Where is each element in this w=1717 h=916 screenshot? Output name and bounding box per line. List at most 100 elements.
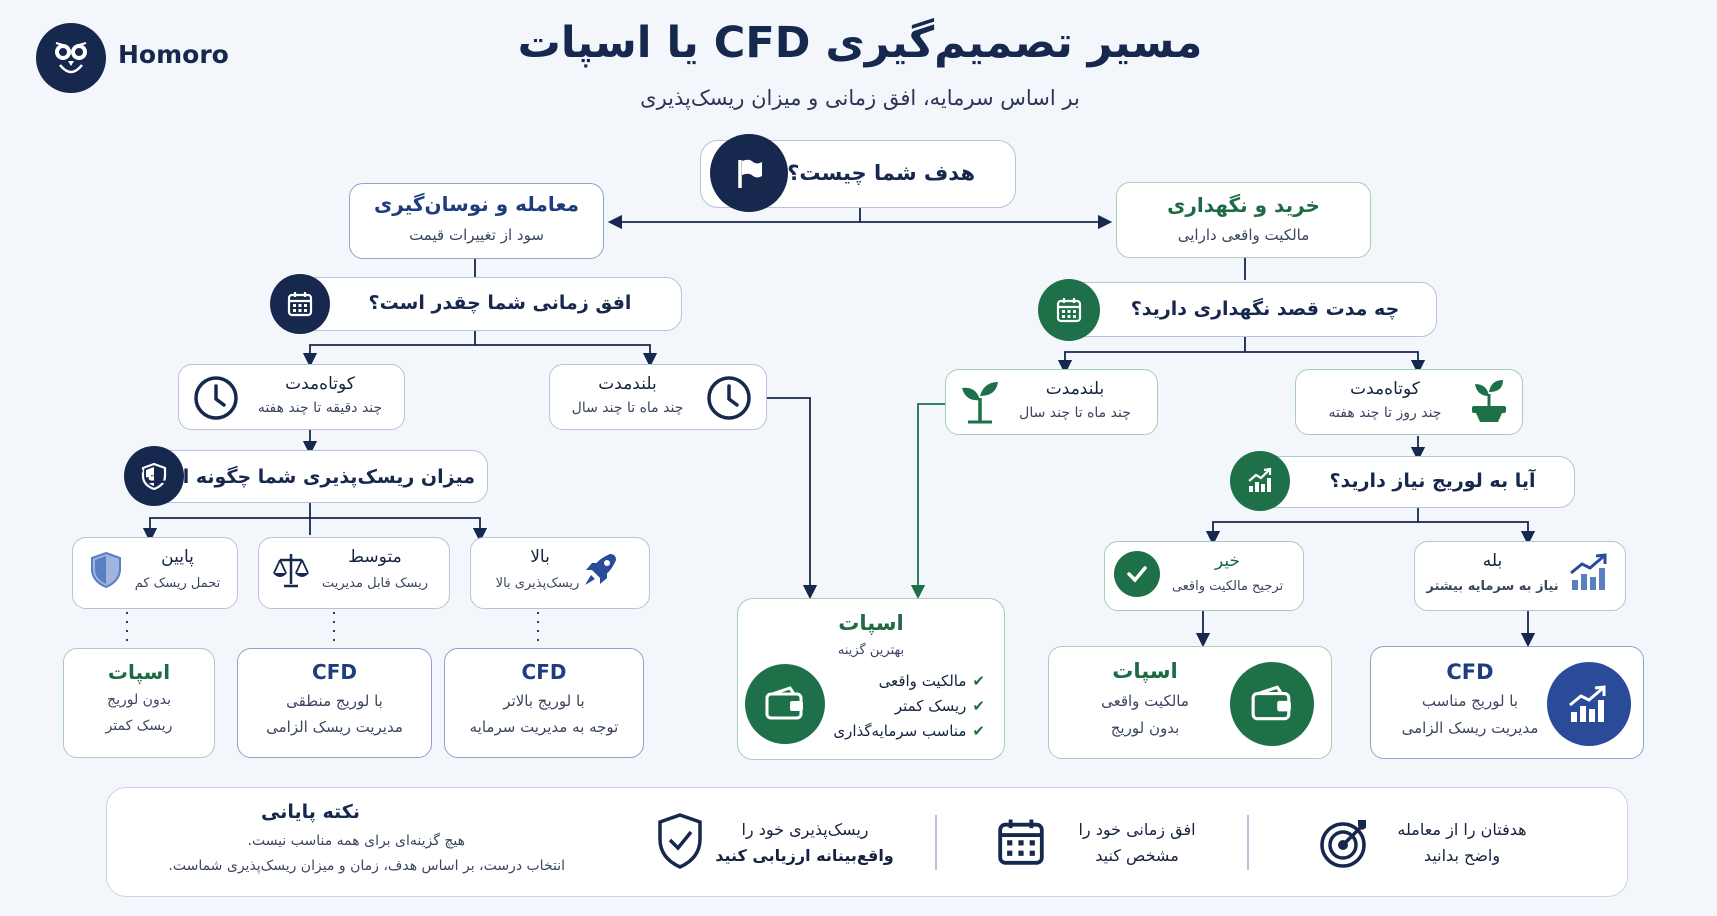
- check-icon: ✔: [972, 697, 985, 715]
- divider: [1247, 815, 1249, 870]
- result-cfd-medium-line1: با لوریج منطقی: [286, 692, 383, 710]
- shield-icon: [124, 446, 184, 506]
- result-cfd-right-title: CFD: [1446, 660, 1494, 684]
- hold-goal-sub: مالکیت واقعی دارایی: [1177, 226, 1310, 244]
- risk-medium-sub: ریسک قابل مدیریت: [322, 576, 428, 591]
- footer-tip-risk-1: ریسک‌پذیری خود را: [741, 820, 869, 839]
- horizon-question: افق زمانی شما چقدر است؟: [368, 292, 632, 314]
- calendar-icon: [270, 274, 330, 334]
- hold-question: چه مدت قصد نگهداری دارید؟: [1130, 298, 1400, 320]
- flag-icon: [710, 134, 788, 212]
- right-short-sub: چند روز تا چند هفته: [1328, 405, 1442, 421]
- footer-tip-goal-1: هدفتان را از معامله: [1397, 820, 1527, 839]
- left-long-sub: چند ماه تا چند سال: [571, 400, 684, 416]
- growth-chart-icon: [1547, 662, 1631, 746]
- result-cfd-high-line1: با لوریج بالاتر: [503, 692, 585, 710]
- brand-name: Homoro: [118, 40, 229, 69]
- footer-note-line1: هیچ گزینه‌ای برای همه مناسب نیست.: [247, 833, 466, 849]
- footer-panel: [106, 787, 1628, 897]
- risk-medium-title: متوسط: [348, 547, 402, 567]
- target-icon: [1318, 816, 1372, 874]
- left-short-title: کوتاه‌مدت: [285, 374, 355, 394]
- result-cfd-medium-box: [237, 648, 432, 758]
- risk-low-sub: تحمل ریسک کم: [134, 576, 221, 591]
- result-spot-low-box: [63, 648, 215, 758]
- result-spot-low-line2: ریسک کمتر: [105, 718, 173, 734]
- center-check-2: ✔ ریسک کمتر: [835, 697, 985, 715]
- owl-logo-icon: [36, 23, 106, 93]
- leverage-question: آیا به لوریج نیاز دارید؟: [1329, 470, 1536, 492]
- check-circle-icon: [1114, 551, 1160, 597]
- shield-check-icon: [655, 812, 705, 874]
- footer-note-line2: انتخاب درست، بر اساس هدف، زمان و میزان ر…: [168, 858, 565, 874]
- result-cfd-high-line2: توجه به مدیریت سرمایه: [469, 718, 619, 736]
- clock-icon: [192, 374, 240, 422]
- result-spot-right-line2: بدون لوریج: [1110, 719, 1180, 737]
- sprout-icon: [958, 378, 1002, 428]
- result-spot-right-title: اسپات: [1112, 659, 1178, 683]
- trading-goal-sub: سود از تغییرات قیمت: [409, 226, 544, 244]
- right-short-box: [1295, 369, 1523, 435]
- page-title: مسیر تصمیم‌گیری CFD یا اسپات: [517, 18, 1203, 68]
- hold-goal-title: خرید و نگهداری: [1167, 193, 1320, 217]
- result-cfd-high-title: CFD: [521, 660, 567, 684]
- calendar-icon: [995, 816, 1047, 872]
- leverage-yes-box: [1414, 541, 1626, 611]
- check-label: مالکیت واقعی: [878, 672, 967, 690]
- risk-high-sub: ریسک‌پذیری بالا: [495, 576, 580, 591]
- footer-tip-risk-2: واقع‌بینانه ارزیابی کنید: [715, 846, 894, 865]
- plant-icon: [1468, 376, 1510, 428]
- result-cfd-medium-line2: مدیریت ریسک الزامی: [266, 718, 403, 736]
- result-cfd-right-line2: مدیریت ریسک الزامی: [1401, 719, 1539, 737]
- leverage-yes-title: بله: [1482, 551, 1503, 571]
- check-icon: ✔: [972, 672, 985, 690]
- leverage-yes-sub: نیاز به سرمایه بیشتر: [1426, 579, 1559, 594]
- growth-chart-icon: [1230, 451, 1290, 511]
- rocket-icon: [580, 548, 622, 594]
- wallet-icon: [1230, 662, 1314, 746]
- trading-goal-title: معامله و نوسان‌گیری: [373, 192, 580, 216]
- hold-goal-box: [1116, 182, 1371, 258]
- right-long-sub: چند ماه تا چند سال: [1019, 405, 1131, 421]
- center-spot-title: اسپات: [838, 611, 904, 635]
- check-label: ریسک کمتر: [894, 697, 967, 715]
- leverage-no-sub: ترجیح مالکیت واقعی: [1171, 579, 1284, 594]
- leverage-no-title: خیر: [1214, 551, 1241, 571]
- right-long-title: بلندمدت: [1045, 379, 1105, 399]
- footer-tip-time-1: افق زمانی خود را: [1078, 820, 1196, 839]
- result-cfd-right-line1: با لوریج مناسب: [1421, 692, 1519, 710]
- wallet-icon: [745, 664, 825, 744]
- footer-tip-goal-2: واضح بدانید: [1423, 846, 1501, 865]
- result-spot-right-line1: مالکیت واقعی: [1101, 692, 1189, 710]
- hold-question-box: [1050, 282, 1437, 337]
- result-spot-low-title: اسپات: [107, 660, 171, 684]
- risk-high-box: [470, 537, 650, 609]
- growth-chart-icon: [1568, 552, 1612, 596]
- clock-icon: [705, 374, 753, 422]
- result-cfd-medium-title: CFD: [312, 660, 357, 684]
- left-short-sub: چند دقیقه تا چند هفته: [257, 400, 383, 416]
- risk-high-title: بالا: [530, 547, 550, 567]
- page-subtitle: بر اساس سرمایه، افق زمانی و میزان ریسک‌پ…: [640, 86, 1080, 110]
- risk-low-title: پایین: [161, 547, 194, 567]
- trading-goal-box: [349, 183, 604, 259]
- calendar-icon: [1038, 279, 1100, 341]
- check-label: مناسب سرمایه‌گذاری: [833, 722, 967, 740]
- center-spot-sub: بهترین گزینه: [837, 643, 905, 658]
- leverage-question-box: [1237, 456, 1575, 508]
- horizon-question-box: [280, 277, 682, 331]
- left-long-title: بلندمدت: [598, 374, 657, 394]
- center-check-3: ✔ مناسب سرمایه‌گذاری: [815, 722, 985, 740]
- divider: [935, 815, 937, 870]
- right-short-title: کوتاه‌مدت: [1350, 379, 1420, 399]
- result-cfd-high-box: [444, 648, 644, 758]
- check-icon: ✔: [972, 722, 985, 740]
- scale-icon: [270, 550, 312, 594]
- footer-tip-time-2: مشخص کنید: [1095, 846, 1179, 865]
- risk-question: میزان ریسک‌پذیری شما چگونه است؟: [132, 466, 475, 488]
- footer-note-title: نکته پایانی: [261, 801, 360, 823]
- center-check-1: ✔ مالکیت واقعی: [835, 672, 985, 690]
- root-question: هدف شما چیست؟: [787, 161, 975, 185]
- risk-question-box: [134, 450, 488, 503]
